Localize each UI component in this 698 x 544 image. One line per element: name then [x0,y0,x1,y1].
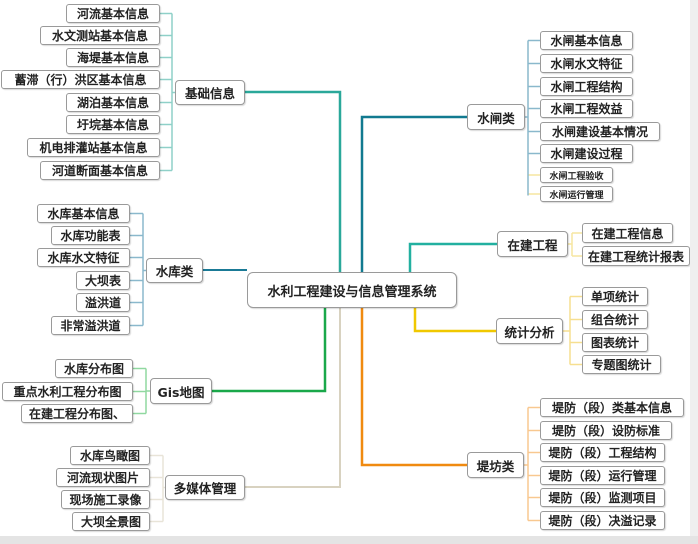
leaf-sluice-5[interactable]: 水闸建设过程 [540,144,633,163]
branch-sluice[interactable]: 水闸类 [467,104,525,130]
leaf-basic-6[interactable]: 机电排灌站基本信息 [27,138,160,157]
branch-gis[interactable]: Gis地图 [150,378,212,404]
connector-line [212,308,327,393]
branch-construction[interactable]: 在建工程 [497,231,568,257]
leaf-stats-2[interactable]: 图表统计 [582,333,648,352]
leaf-levee-5[interactable]: 堤防（段）决溢记录 [540,511,665,530]
branch-reservoir[interactable]: 水库类 [146,258,203,283]
leaf-levee-1[interactable]: 堤防（段）设防标准 [540,421,672,440]
leaf-sluice-0[interactable]: 水闸基本信息 [540,31,633,50]
leaf-sluice-4[interactable]: 水闸建设基本情况 [540,122,660,141]
connector-line [360,308,467,467]
leaf-reservoir-5[interactable]: 非常溢洪道 [51,316,130,335]
leaf-levee-2[interactable]: 堤防（段）工程结构 [540,443,665,462]
leaf-gis-0[interactable]: 水库分布图 [55,359,133,378]
connector-line [245,90,342,272]
branch-media[interactable]: 多媒体管理 [165,475,245,500]
leaf-gis-1[interactable]: 重点水利工程分布图 [2,382,133,401]
leaf-levee-4[interactable]: 堤防（段）监测项目 [540,488,665,507]
leaf-basic-3[interactable]: 蓄滞（行）洪区基本信息 [1,70,160,89]
branch-stats[interactable]: 统计分析 [496,318,563,344]
leaf-media-0[interactable]: 水库鸟瞰图 [70,446,150,465]
leaf-sluice-6[interactable]: 水闸工程验收 [540,167,613,183]
leaf-reservoir-2[interactable]: 水库水文特征 [37,248,130,267]
leaf-levee-0[interactable]: 堤防（段）类基本信息 [540,398,684,417]
leaf-sluice-3[interactable]: 水闸工程效益 [540,99,633,118]
leaf-media-1[interactable]: 河流现状图片 [56,468,150,487]
mindmap-canvas: 水利工程建设与信息管理系统 河流基本信息水文测站基本信息海堤基本信息蓄滞（行）洪区… [1,4,690,531]
root-node[interactable]: 水利工程建设与信息管理系统 [247,272,457,308]
connector-lines [130,12,582,523]
scroll-edge [690,0,698,544]
leaf-basic-1[interactable]: 水文测站基本信息 [40,26,160,45]
leaf-construction-0[interactable]: 在建工程信息 [582,223,673,243]
branch-basic[interactable]: 基础信息 [175,80,245,105]
leaf-reservoir-4[interactable]: 溢洪道 [76,293,130,312]
leaf-basic-4[interactable]: 湖泊基本信息 [66,93,160,112]
connector-line [360,115,467,272]
leaf-sluice-2[interactable]: 水闸工程结构 [540,77,633,96]
connector-line [245,308,341,488]
leaf-reservoir-0[interactable]: 水库基本信息 [37,204,130,223]
leaf-basic-2[interactable]: 海堤基本信息 [66,48,160,67]
leaf-basic-0[interactable]: 河流基本信息 [66,4,160,23]
leaf-construction-1[interactable]: 在建工程统计报表 [582,246,690,266]
connector-line [408,242,497,272]
branch-levee[interactable]: 堤坊类 [467,452,524,478]
leaf-stats-1[interactable]: 组合统计 [582,310,648,329]
bottom-edge [0,536,698,544]
leaf-stats-3[interactable]: 专题图统计 [582,355,661,374]
leaf-basic-5[interactable]: 圩垸基本信息 [66,115,160,134]
leaf-gis-2[interactable]: 在建工程分布图、 [21,404,133,423]
leaf-sluice-7[interactable]: 水闸运行管理 [540,186,613,202]
leaf-sluice-1[interactable]: 水闸水文特征 [540,54,633,73]
leaf-reservoir-3[interactable]: 大坝表 [76,271,130,290]
leaf-reservoir-1[interactable]: 水库功能表 [51,226,130,245]
leaf-stats-0[interactable]: 单项统计 [582,287,648,306]
leaf-basic-7[interactable]: 河道断面基本信息 [40,161,160,180]
connector-line [413,308,496,333]
leaf-levee-3[interactable]: 堤防（段）运行管理 [540,466,665,485]
leaf-media-3[interactable]: 大坝全景图 [72,512,150,531]
leaf-media-2[interactable]: 现场施工录像 [61,490,150,509]
